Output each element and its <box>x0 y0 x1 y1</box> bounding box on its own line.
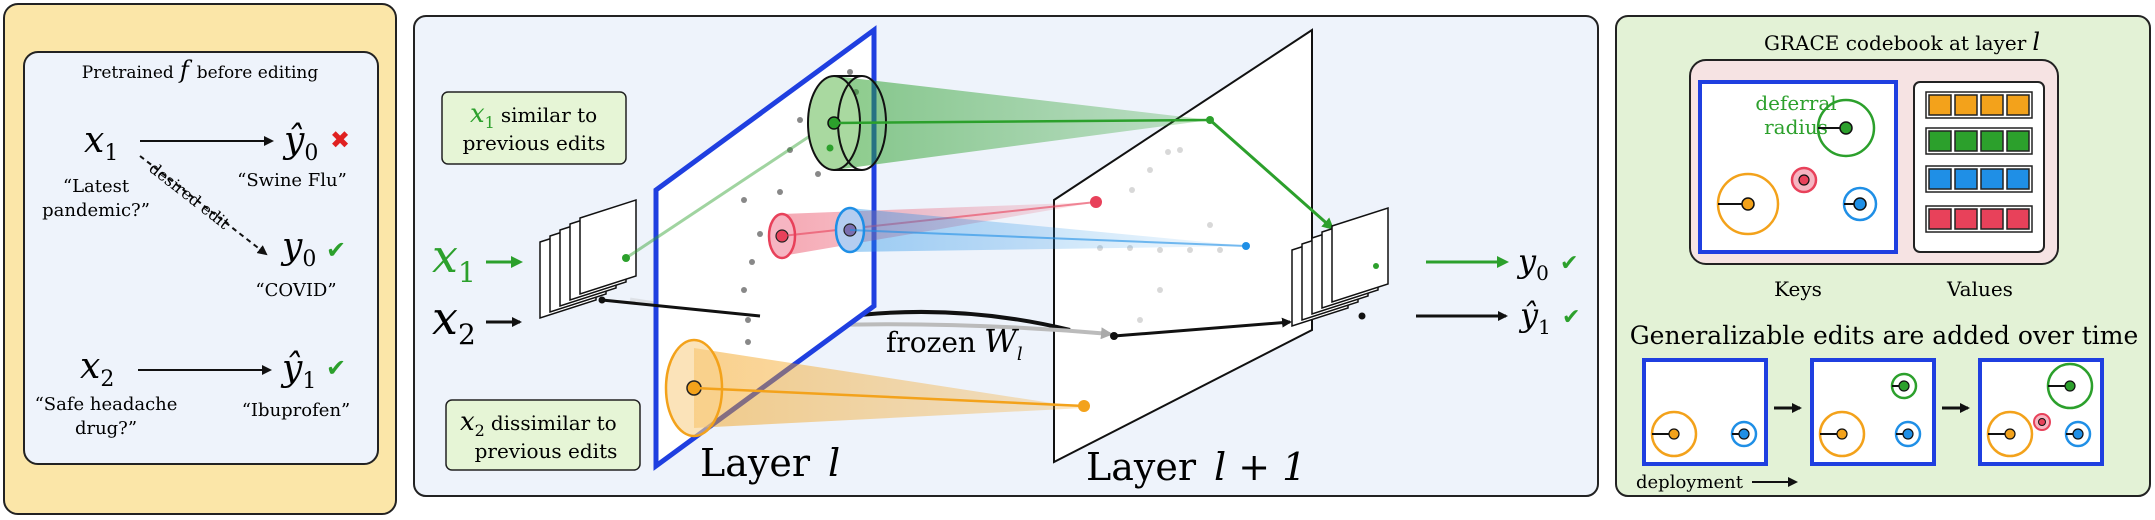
input-feature-stack <box>539 198 637 320</box>
timeline-box-3 <box>1978 358 2104 466</box>
green-beam <box>834 76 1210 170</box>
y0-hat-symbol: ŷ0 <box>282 120 318 166</box>
values-rows <box>1925 91 2033 233</box>
y1-hat-symbol: ŷ1 <box>280 348 316 394</box>
x2-caption-2: drug?” <box>75 418 137 439</box>
keys-box <box>1698 80 1898 254</box>
y1-hat-caption: “Ibuprofen” <box>242 400 351 421</box>
x2-symbol: x2 <box>80 346 114 392</box>
out-y0: y0 <box>1516 242 1549 285</box>
input-x2: x2 <box>432 291 476 351</box>
x1-projection <box>625 118 835 260</box>
orange-beam <box>694 348 1084 428</box>
input-x1: x1 <box>432 229 476 289</box>
output-feature-stack <box>1291 206 1389 328</box>
x1-symbol: x1 <box>84 120 118 166</box>
x1-caption-2: pandemic?” <box>42 200 150 221</box>
timeline-box-2 <box>1810 358 1936 466</box>
x2-caption-1: “Safe headache <box>35 394 178 415</box>
deployment-label: deployment <box>1636 472 1744 493</box>
timeline-box-1 <box>1642 358 1768 466</box>
cross-icon: ✖ <box>330 126 350 154</box>
x1-note-line2: previous edits <box>463 131 606 155</box>
keys-label: Keys <box>1774 277 1822 301</box>
black-output-arrow <box>1113 317 1292 338</box>
values-label: Values <box>1946 277 2013 301</box>
check-icon: ✔ <box>1562 305 1580 330</box>
x1-note-box <box>441 91 627 165</box>
generalizable-title: Generalizable edits are added over time <box>1630 321 2139 350</box>
check-icon: ✔ <box>326 354 346 382</box>
y0-hat-caption: “Swine Flu” <box>237 170 347 191</box>
check-icon: ✔ <box>1560 251 1578 276</box>
green-output-arrow <box>1209 118 1335 230</box>
check-icon: ✔ <box>326 236 346 264</box>
out-y1: ŷ1 <box>1518 296 1551 339</box>
blue-beam <box>850 208 1248 252</box>
x2-note-box <box>445 399 641 471</box>
x1-caption-1: “Latest <box>63 176 130 197</box>
y0-symbol: y0 <box>280 226 316 272</box>
x2-note-line2: previous edits <box>475 439 618 463</box>
x2-projection <box>601 298 761 318</box>
y0-caption: “COVID” <box>255 280 336 301</box>
